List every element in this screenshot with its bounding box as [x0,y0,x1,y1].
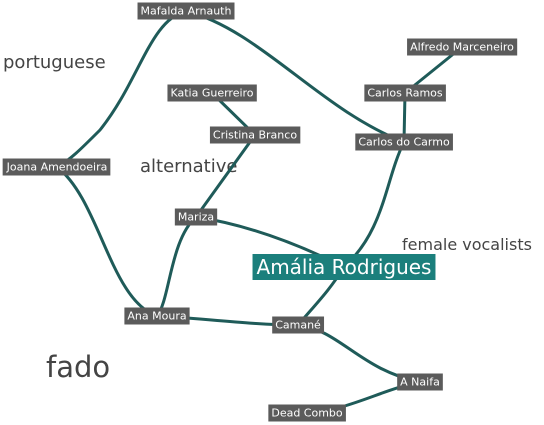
edge-camane-naifa [296,323,422,384]
artist-label: Joana Amendoeira [6,161,108,174]
artist-label: Ana Moura [127,310,186,323]
artist-node-amalia[interactable]: Amália Rodrigues [252,254,436,280]
artist-node-bg [268,404,346,422]
tag-fado[interactable]: fado [46,350,111,384]
artist-node-bg [174,208,218,226]
edge-mafalda-carmo [184,9,406,144]
artist-label: Mariza [178,211,214,224]
artist-node-bg [355,133,453,151]
artist-node-bg [397,373,443,391]
artist-label: Mafalda Arnauth [141,5,232,18]
tag-portuguese[interactable]: portuguese [3,52,106,73]
edge-mariza-moura [155,215,198,318]
artist-node-alfredo[interactable]: Alfredo Marceneiro [407,38,518,56]
artist-label: Carlos do Carmo [358,136,450,149]
artist-label: Dead Combo [271,407,343,420]
artist-node-mafalda[interactable]: Mafalda Arnauth [137,2,235,20]
artist-node-cristina[interactable]: Cristina Branco [209,126,301,144]
tag-female-vocalists[interactable]: female vocalists [402,235,532,254]
artist-node-katia[interactable]: Katia Guerreiro [167,84,257,102]
edge-joana-moura [55,165,159,318]
artist-label: Carlos Ramos [367,87,443,100]
artist-node-bg [137,2,235,20]
artist-node-bg [209,126,301,144]
artist-node-naifa[interactable]: A Naifa [397,373,443,391]
artist-node-mariza[interactable]: Mariza [174,208,218,226]
artist-node-joana[interactable]: Joana Amendoeira [2,158,111,176]
artist-node-camane[interactable]: Camané [272,316,325,334]
artist-node-deadcombo[interactable]: Dead Combo [268,404,346,422]
artist-node-bg [124,307,190,325]
edge-cristina-mariza [194,133,257,219]
edge-mafalda-joana [55,9,188,169]
artist-node-ramos[interactable]: Carlos Ramos [364,84,446,102]
artist-node-bg [2,158,111,176]
artist-label: A Naifa [400,376,440,389]
artist-node-carmo[interactable]: Carlos do Carmo [355,133,453,151]
artist-label: Katia Guerreiro [170,87,253,100]
artist-node-bg [364,84,446,102]
artist-node-moura[interactable]: Ana Moura [124,307,190,325]
edge-carmo-amalia [342,140,406,269]
artist-label: Alfredo Marceneiro [410,41,514,54]
artist-node-bg [272,316,325,334]
edges [55,9,464,415]
artist-label: Amália Rodrigues [257,255,432,279]
tag-alternative[interactable]: alternative [140,156,238,177]
artist-node-bg [252,254,436,280]
artist-node-bg [167,84,257,102]
artist-node-bg [407,38,518,56]
artist-label: Cristina Branco [213,129,297,142]
artist-label: Camané [275,319,321,332]
